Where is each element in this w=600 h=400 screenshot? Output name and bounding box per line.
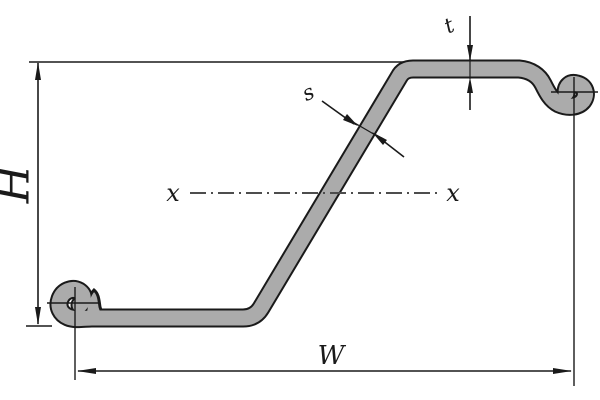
- w-arrow-left-icon: [77, 368, 96, 374]
- axis-x-left-label: x: [166, 179, 180, 207]
- s-lower-leader-line: [376, 135, 405, 158]
- steel-profile-body: [51, 61, 593, 327]
- dimension-t-label: t: [440, 13, 458, 39]
- t-arrow-down-icon: [467, 45, 473, 61]
- axis-x-right-label: x: [446, 179, 460, 207]
- dimension-h-label: H: [0, 163, 40, 204]
- h-arrow-down-icon: [35, 307, 41, 325]
- w-arrow-right-icon: [553, 368, 572, 374]
- h-arrow-up-icon: [35, 62, 41, 80]
- dimension-s-label: s: [298, 79, 318, 105]
- t-arrow-up-icon: [467, 77, 473, 93]
- dimension-w-label: W: [318, 341, 347, 371]
- s-measure-tick: [352, 121, 378, 137]
